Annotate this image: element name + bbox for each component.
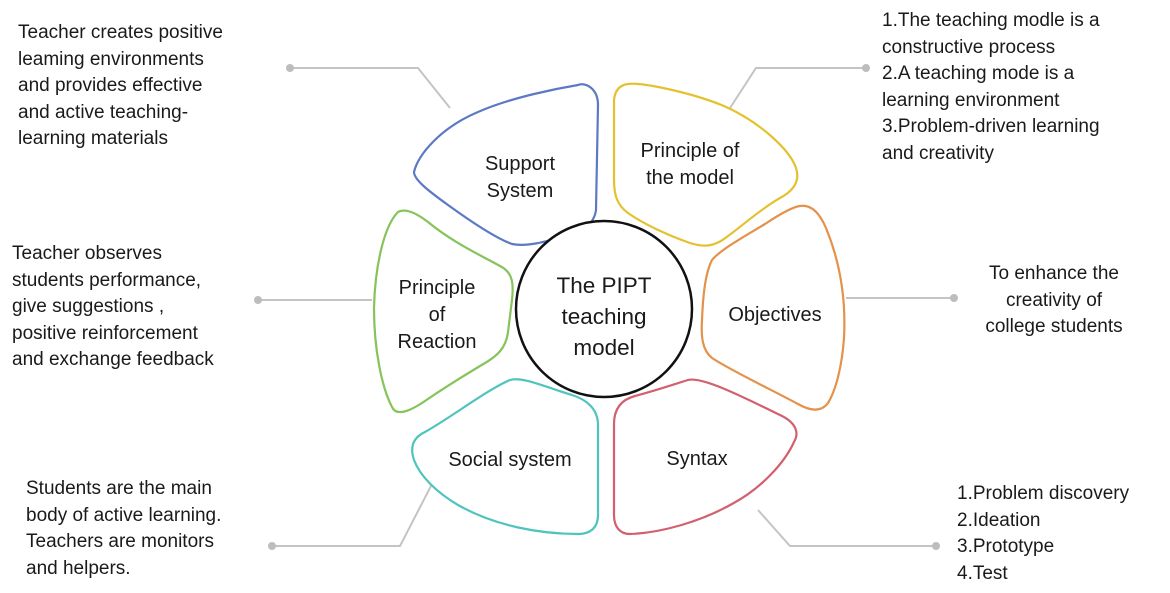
connector-social: [272, 481, 434, 547]
petal-principle-of-model: [612, 82, 799, 247]
note-line: and creativity: [882, 142, 994, 164]
center-title-line: model: [573, 335, 634, 360]
label-objectives: Objectives: [728, 304, 821, 326]
note-line: 1.Problem discovery: [957, 483, 1130, 504]
connector-dot-support: [286, 64, 294, 72]
note-line: constructive process: [882, 36, 1056, 58]
petal-support-system: [412, 83, 600, 246]
petals: [372, 82, 846, 536]
note-line: Teacher creates positive: [18, 22, 223, 43]
label-principle-of-model: Principle of: [641, 140, 740, 162]
connector-dot-objectives: [950, 294, 958, 302]
label-syntax: Syntax: [666, 448, 727, 470]
note-line: college students: [985, 316, 1123, 337]
note-line: Teacher observes: [12, 243, 162, 264]
note-principle-of-reaction: Teacher observes students performance, g…: [12, 241, 214, 374]
label-principle-of-reaction: Reaction: [398, 331, 477, 353]
note-line: 2.A teaching mode is a: [882, 63, 1075, 84]
note-line: 2.Ideation: [957, 509, 1041, 531]
note-line: 1.The teaching modle is a: [882, 10, 1100, 31]
petal-social-system: [411, 378, 600, 536]
connectors: [254, 64, 958, 550]
petal-objectives: [700, 204, 846, 411]
note-line: positive reinforcement: [12, 322, 198, 344]
note-line: creativity of: [1005, 289, 1103, 311]
note-social-system: Students are the main body of active lea…: [26, 476, 221, 582]
label-principle-of-reaction: of: [429, 304, 446, 326]
label-principle-of-model: the model: [646, 167, 734, 189]
note-syntax: 1.Problem discovery 2.Ideation 3.Prototy…: [957, 481, 1129, 587]
note-line: and exchange feedback: [12, 349, 214, 370]
note-line: body of active learning.: [26, 504, 222, 526]
center-title: The PIPT teaching model: [556, 273, 651, 360]
note-line: 3.Prototype: [957, 536, 1055, 557]
center-circle: [514, 219, 694, 399]
note-objectives: To enhance the creativity of college stu…: [0, 261, 1170, 341]
center-title-line: teaching: [561, 304, 646, 329]
note-line: learning environment: [882, 89, 1060, 111]
note-principle-of-model: 1.The teaching modle is a constructive p…: [882, 8, 1100, 167]
note-line: and active teaching-: [18, 101, 189, 123]
note-line: give suggestions ,: [12, 296, 165, 317]
note-line: and provides effective: [18, 75, 203, 96]
note-line: To enhance the: [989, 263, 1119, 284]
connector-dot-principle: [862, 64, 870, 72]
label-principle-of-reaction: Principle: [399, 277, 476, 299]
note-support-system: Teacher creates positive leaming environ…: [18, 20, 223, 153]
connector-dot-reaction: [254, 296, 262, 304]
label-social-system: Social system: [448, 449, 571, 471]
note-line: leaming environments: [18, 48, 204, 70]
note-line: and helpers.: [26, 557, 131, 579]
note-line: students performance,: [12, 269, 202, 291]
note-line: Students are the main: [26, 478, 212, 499]
note-line: 3.Problem-driven learning: [882, 116, 1100, 137]
label-support-system: Support: [485, 153, 555, 175]
connector-syntax: [757, 509, 936, 547]
petal-labels: Support System Principle of the model Ob…: [398, 140, 822, 471]
petal-syntax: [612, 378, 798, 536]
connector-dot-syntax: [932, 542, 940, 550]
label-support-system: System: [487, 180, 554, 202]
connector-support: [290, 67, 451, 109]
note-line: Teachers are monitors: [26, 531, 214, 552]
note-line: 4.Test: [957, 562, 1008, 584]
center-title-line: The PIPT: [556, 273, 651, 298]
connector-dot-social: [268, 542, 276, 550]
note-line: learning materials: [18, 128, 168, 149]
petal-principle-of-reaction: [372, 209, 514, 414]
connector-principle: [729, 67, 866, 109]
